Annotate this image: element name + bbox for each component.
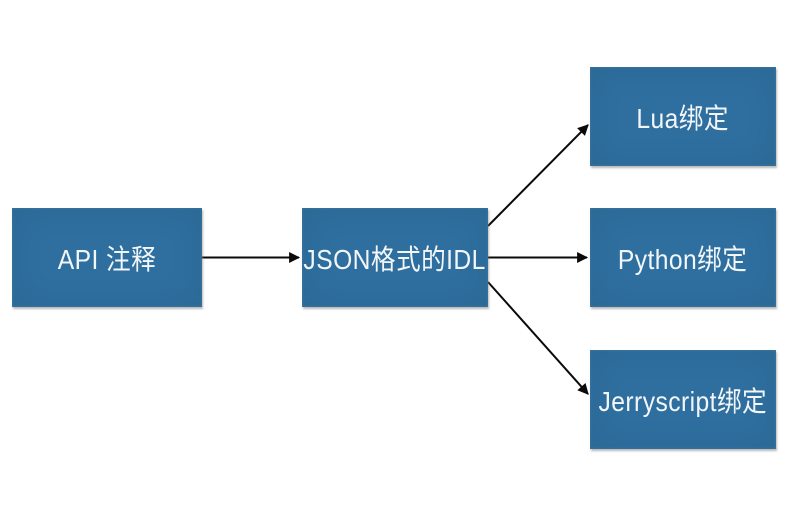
node-api-annotation-label: API 注释 [57, 243, 157, 275]
node-python-binding-label: Python绑定 [618, 243, 748, 275]
node-jerryscript-binding: Jerryscript绑定 [590, 350, 776, 449]
node-jerryscript-binding-label: Jerryscript绑定 [598, 385, 768, 417]
arrow-json-to-lua [487, 124, 589, 227]
arrow-json-to-jerryscript [487, 281, 589, 395]
node-lua-binding: Lua绑定 [590, 67, 776, 166]
node-lua-binding-label: Lua绑定 [636, 102, 730, 134]
node-api-annotation: API 注释 [12, 208, 202, 307]
node-json-idl-label: JSON格式的IDL [303, 243, 487, 275]
node-json-idl: JSON格式的IDL [302, 208, 488, 307]
node-python-binding: Python绑定 [590, 208, 776, 307]
